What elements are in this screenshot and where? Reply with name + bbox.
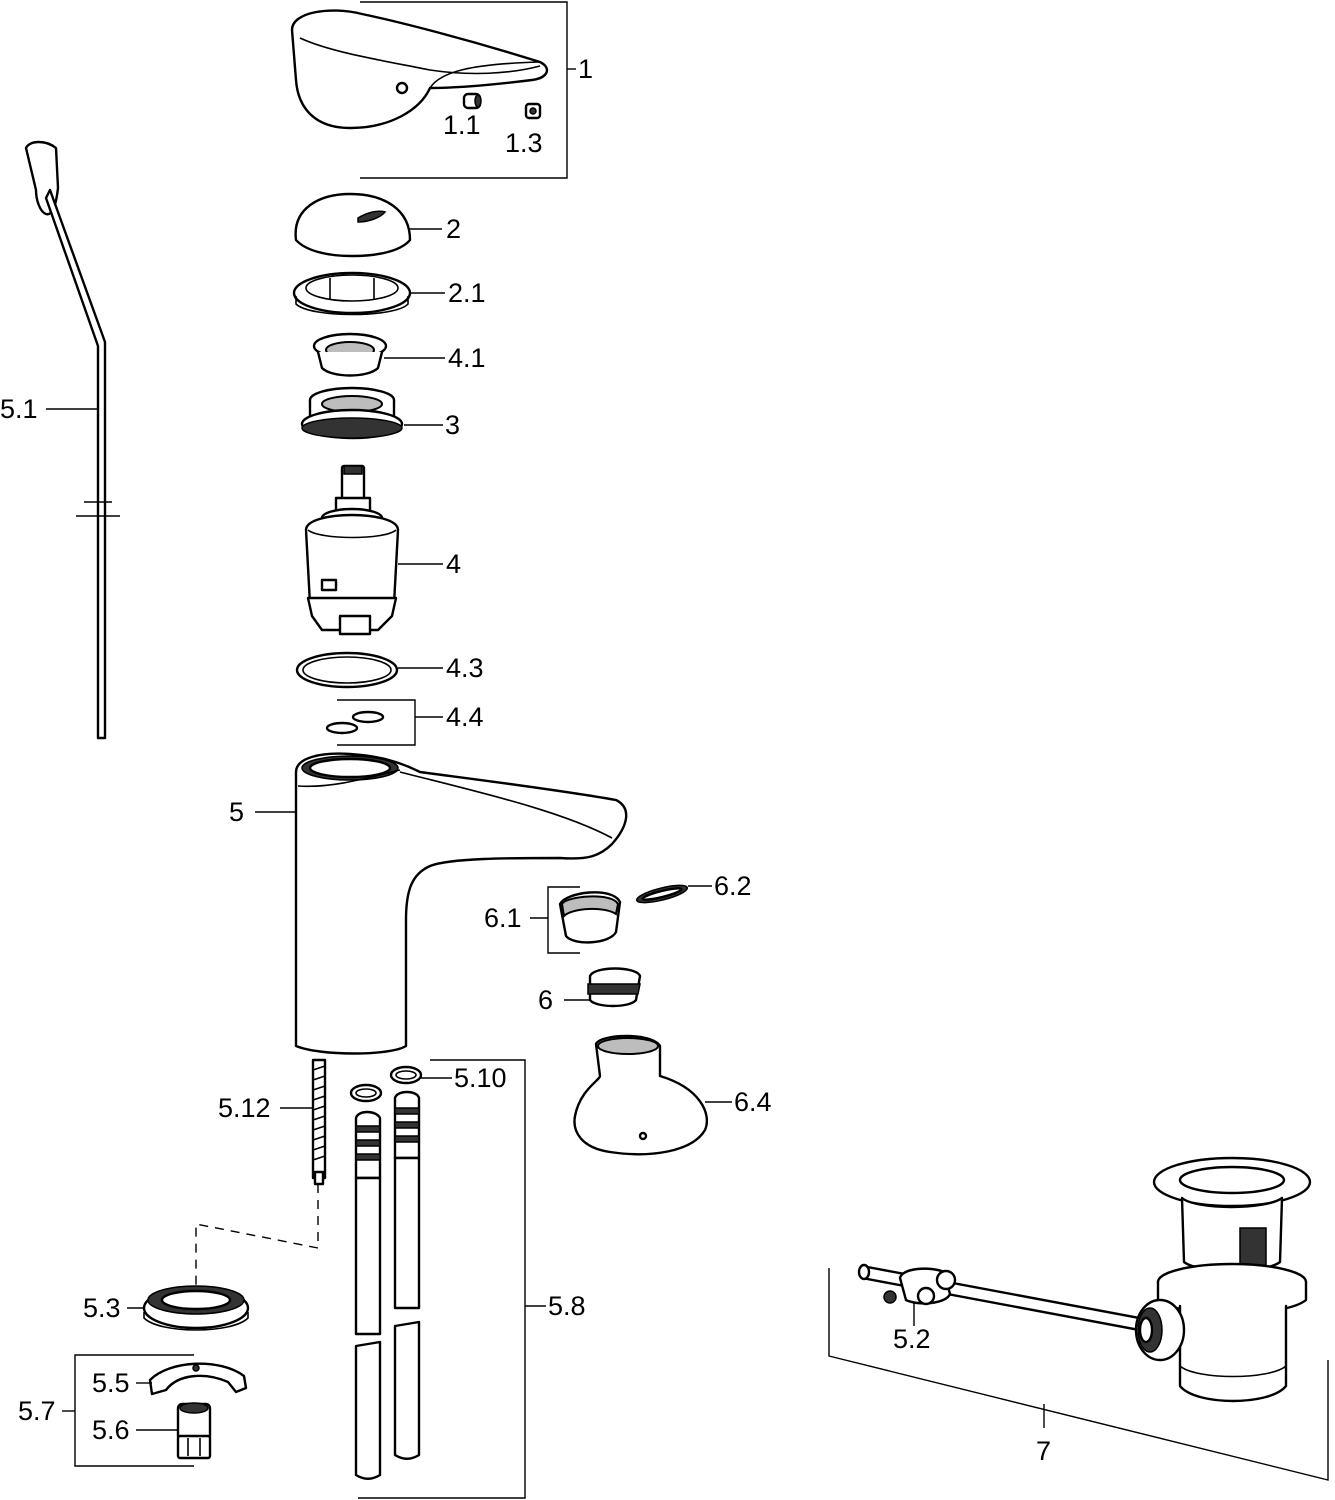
label-6-2: 6.2 [714, 871, 752, 901]
part-5-6-threaded-bush [176, 1402, 212, 1460]
label-6: 6 [538, 985, 553, 1015]
label-5-6: 5.6 [92, 1415, 130, 1445]
part-5-5-clamp-plate [148, 1362, 248, 1396]
label-5-2: 5.2 [893, 1324, 931, 1354]
part-4-3-o-ring [295, 651, 399, 689]
part-4-1-adapter [312, 332, 388, 377]
label-4-1: 4.1 [448, 343, 486, 373]
part-5-12-threaded-rod [311, 1058, 327, 1186]
bracket-6-1 [547, 886, 580, 954]
part-3-cartridge-nut [300, 386, 404, 440]
part-2-cover-cap [294, 192, 412, 258]
part-1-3-hex-plug [524, 102, 542, 120]
label-6-4: 6.4 [734, 1087, 772, 1117]
label-1: 1 [578, 54, 593, 84]
label-4-4: 4.4 [446, 702, 484, 732]
part-2-1-retaining-ring [292, 271, 412, 316]
part-5-1-lift-rod [24, 140, 107, 740]
bracket-5-8 [358, 1059, 526, 1499]
part-6-4-base-plate [573, 1034, 709, 1156]
part-4-cartridge [304, 464, 400, 636]
part-6-2-washer [635, 884, 689, 904]
bracket-4-4 [337, 699, 416, 746]
label-5-1: 5.1 [0, 394, 38, 424]
part-5-8-hoses [354, 1090, 421, 1480]
part-7-pop-up-waste [857, 1156, 1312, 1403]
label-5: 5 [229, 797, 244, 827]
part-5-faucet-body [294, 752, 628, 1055]
label-5-3: 5.3 [83, 1293, 121, 1323]
part-1-1-grub-screw [462, 92, 482, 110]
part-5-1-break-mark [76, 501, 120, 517]
part-5-3-mounting-ring [142, 1285, 250, 1331]
bracket-7 [828, 1268, 1329, 1481]
part-1-lever-handle [290, 9, 549, 130]
label-5-10: 5.10 [454, 1063, 507, 1093]
label-4: 4 [446, 549, 461, 579]
label-4-3: 4.3 [446, 653, 484, 683]
part-6-1-aerator-insert [558, 891, 622, 944]
label-5-5: 5.5 [92, 1368, 130, 1398]
label-2: 2 [446, 214, 461, 244]
part-5-10-washers [349, 1065, 423, 1103]
label-1-3: 1.3 [505, 128, 543, 158]
label-1-1: 1.1 [443, 110, 481, 140]
dashed-linkage [195, 1184, 319, 1286]
part-4-4-seals [325, 710, 385, 735]
bracket-1 [360, 1, 568, 179]
label-3: 3 [445, 410, 460, 440]
label-5-12: 5.12 [218, 1093, 271, 1123]
label-6-1: 6.1 [484, 903, 522, 933]
label-7: 7 [1036, 1436, 1051, 1466]
label-5-8: 5.8 [548, 1291, 586, 1321]
label-2-1: 2.1 [448, 278, 486, 308]
label-5-7: 5.7 [18, 1396, 56, 1426]
part-6-aerator [587, 967, 642, 1008]
